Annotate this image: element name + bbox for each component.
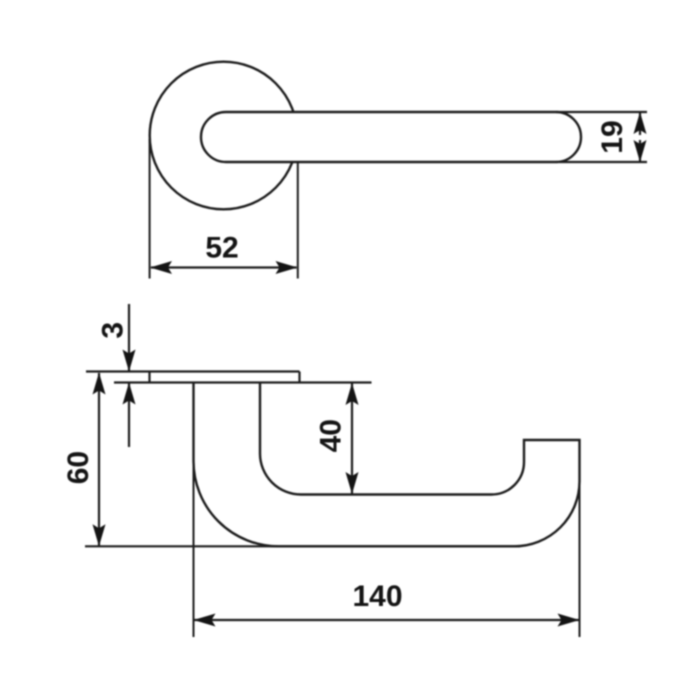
- svg-text:3: 3: [97, 322, 130, 339]
- svg-text:52: 52: [205, 232, 238, 265]
- svg-text:40: 40: [315, 419, 348, 452]
- svg-text:140: 140: [352, 580, 402, 613]
- svg-text:19: 19: [596, 120, 629, 153]
- svg-text:60: 60: [62, 451, 95, 484]
